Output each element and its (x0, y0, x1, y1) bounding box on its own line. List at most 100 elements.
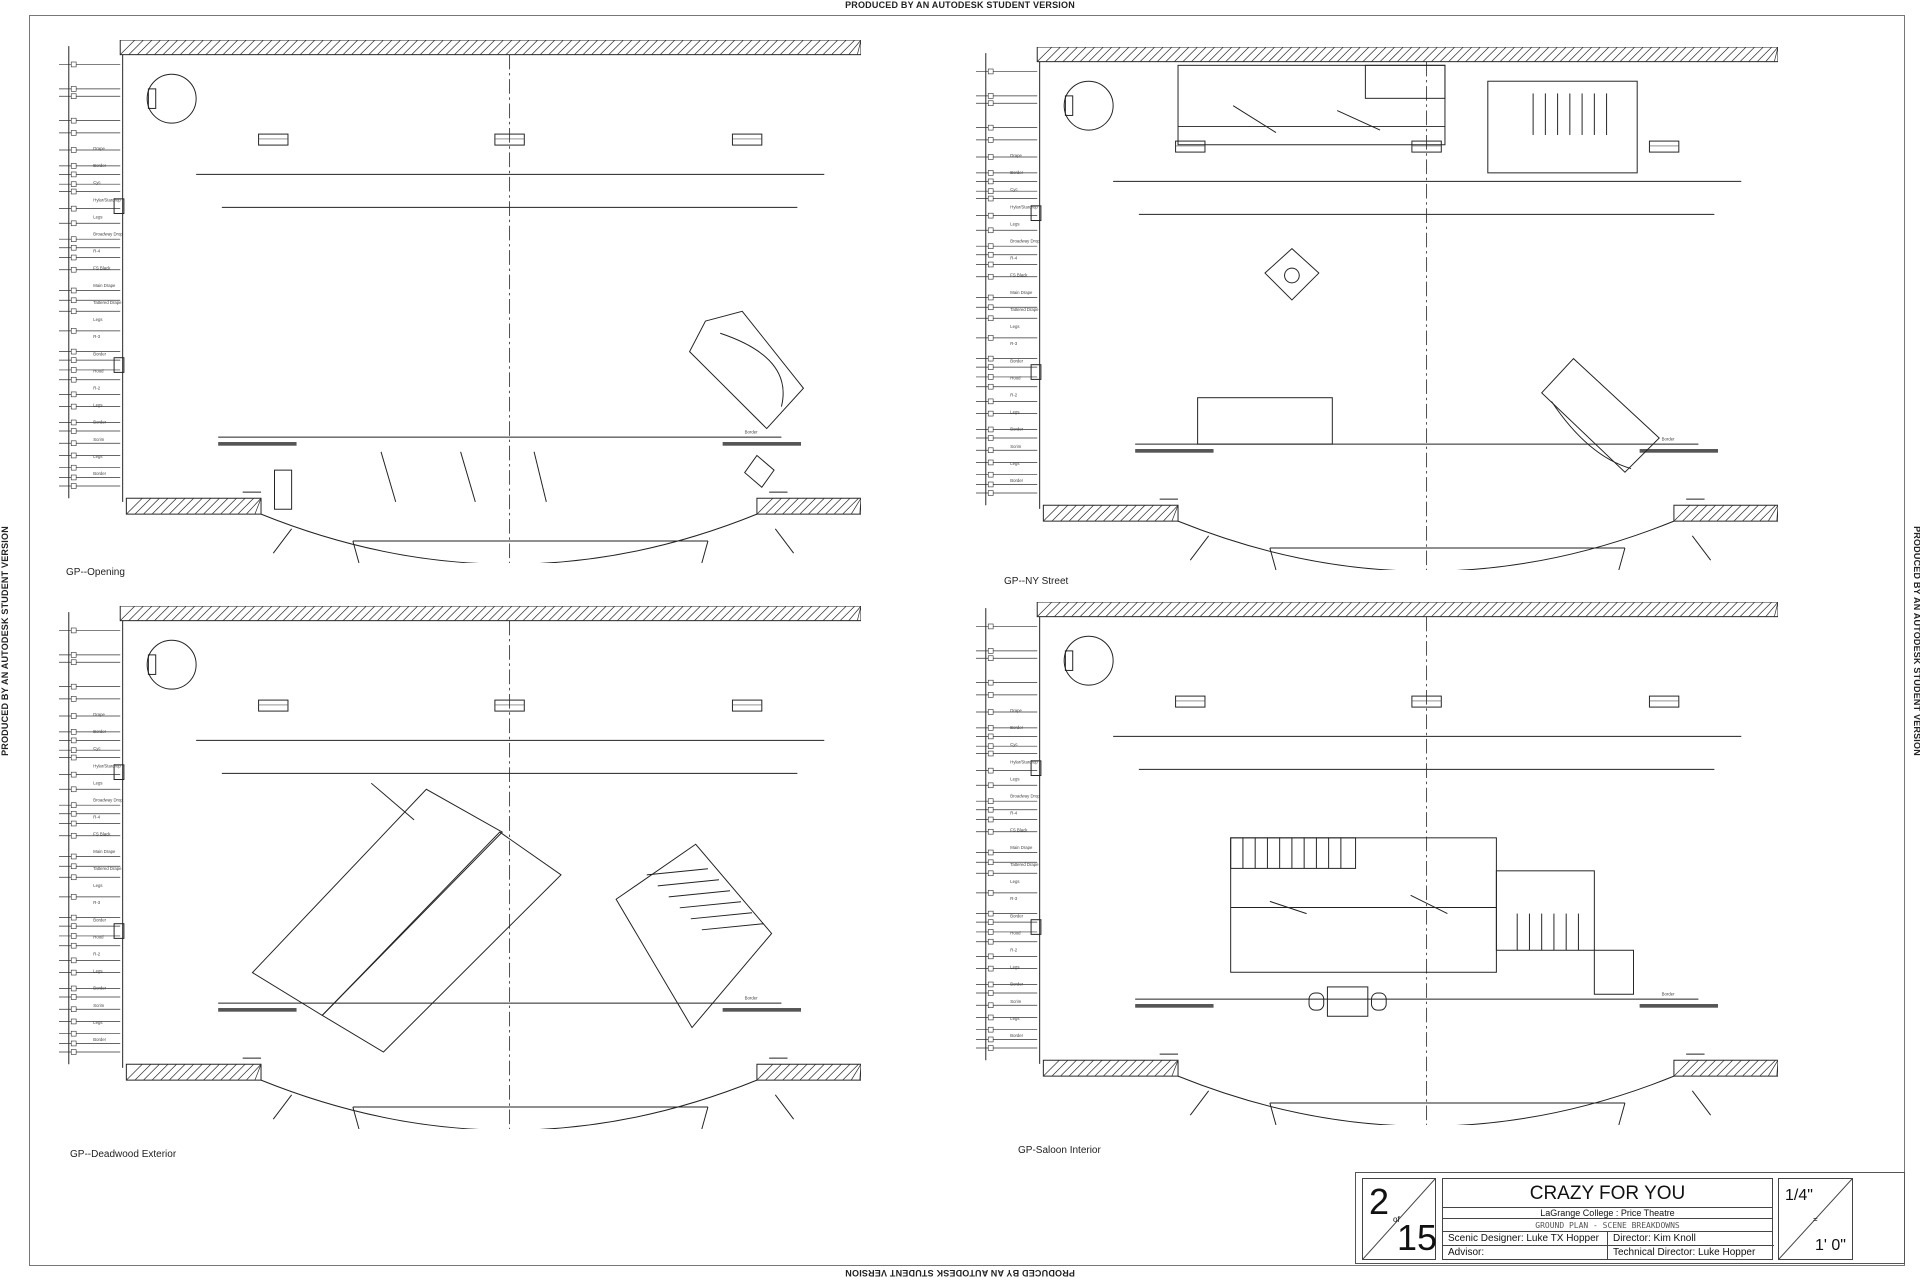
lineset-label: Border (1010, 725, 1023, 730)
lineset-label: R-2 (93, 951, 101, 956)
lineset-label: Tattered Drape (93, 300, 122, 305)
sofa-platform (688, 310, 805, 430)
lineset-label: Hood (1010, 375, 1021, 380)
staircase-unit (615, 843, 773, 1029)
advisor: Advisor: (1443, 1246, 1608, 1260)
sheet-total: 15 (1397, 1217, 1438, 1258)
sheet-number-box: 2 of 15 (1362, 1178, 1438, 1260)
spiral-stair (146, 73, 197, 124)
lineset-label: Cyc (1010, 187, 1018, 192)
lineset-label: FS Black (93, 266, 111, 271)
light-box (1175, 140, 1206, 153)
sheet-of: of (1393, 1215, 1400, 1224)
lineset-label: Hylar/Stardrop (93, 197, 121, 202)
lineset-label: R-3 (93, 334, 101, 339)
floor-mic (218, 442, 297, 446)
scale-top: 1/4" (1785, 1187, 1813, 1204)
lineset-rail: DrapeBorderCycHylar/StardropLegsBroadway… (976, 68, 1042, 496)
diagonal-divider (1363, 1179, 1435, 1259)
panel-label-deadwood-exterior: GP--Deadwood Exterior (70, 1149, 177, 1160)
lineset-label: Legs (1010, 461, 1019, 466)
lineset-label: Border (1010, 913, 1023, 918)
floor-mic (1135, 449, 1214, 453)
lineset-label: Legs (1010, 221, 1019, 226)
watermark-bottom: PRODUCED BY AN AUTODESK STUDENT VERSION (845, 1268, 1075, 1278)
lineset-label: Border (93, 729, 106, 734)
lineset-label: Legs (1010, 879, 1019, 884)
panel-label-opening: GP--Opening (66, 567, 125, 578)
hatched-wall (756, 497, 861, 515)
lineset-label: Legs (93, 883, 102, 888)
lineset-label: R-2 (93, 385, 101, 390)
lineset-label: Legs (1010, 410, 1019, 415)
ground-plan-drawing: DrapeBorderCycHylar/StardropLegsBroadway… (59, 40, 861, 563)
lineset-label: Tattered Drape (1010, 307, 1039, 312)
lineset-label: FS Black (93, 832, 111, 837)
ground-plan-drawing: DrapeBorderCycHylar/StardropLegsBroadway… (59, 606, 861, 1129)
lineset-label: Broadway Drop (93, 798, 123, 803)
panel-label-saloon-interior: GP-Saloon Interior (1018, 1145, 1101, 1156)
hatched-wall (1673, 504, 1778, 522)
svg-text:Border: Border (1662, 436, 1675, 441)
light-box (1648, 140, 1680, 153)
hatched-wall (1036, 47, 1778, 63)
lineset-label: Border (1010, 478, 1023, 483)
lineset-label: Border (1010, 170, 1023, 175)
lineset-label: Broadway Drop (1010, 239, 1040, 244)
lineset-label: FS Black (1010, 828, 1028, 833)
round-table (1264, 247, 1320, 301)
stair-steps (1593, 949, 1635, 995)
apron-edge (1177, 1075, 1675, 1125)
svg-text:Border: Border (1662, 991, 1675, 996)
lineset-label: Cyc (93, 180, 101, 185)
lineset-label: Legs (93, 317, 102, 322)
diagonal-divider (1779, 1179, 1852, 1259)
title-block: 2 of 15 CRAZY FOR YOU LaGrange College :… (1355, 1172, 1905, 1264)
lineset-label: Legs (93, 969, 102, 974)
spiral-stair (1063, 635, 1114, 686)
lineset-label: Drape (1010, 708, 1022, 713)
sofa-platform (1540, 357, 1660, 473)
lineset-label: Border (93, 351, 106, 356)
hatched-wall (1036, 602, 1778, 618)
sheet-border (29, 15, 1905, 1266)
hatched-wall (1042, 1059, 1179, 1077)
hatched-wall (119, 606, 861, 622)
director: Director: Kim Knoll (1608, 1232, 1774, 1246)
hatched-wall (756, 1063, 861, 1081)
lineset-label: Border (93, 163, 106, 168)
lineset-label: Main Drape (1010, 845, 1033, 850)
lineset-label: Scrim (93, 437, 104, 442)
lineset-rail: DrapeBorderCycHylar/StardropLegsBroadway… (59, 61, 125, 489)
lineset-label: Hood (93, 368, 104, 373)
lineset-label: R-4 (1010, 811, 1018, 816)
lineset-label: R-3 (1010, 896, 1018, 901)
floor-mic (722, 442, 802, 446)
lineset-label: R-4 (93, 815, 101, 820)
spiral-stair (1063, 80, 1114, 131)
lineset-label: Border (93, 917, 106, 922)
lineset-label: Border (93, 1037, 106, 1042)
show-title: CRAZY FOR YOU (1443, 1179, 1772, 1208)
hatched-wall (119, 40, 861, 56)
light-box (731, 699, 763, 712)
lineset-label: R-4 (93, 249, 101, 254)
lineset-rail: DrapeBorderCycHylar/StardropLegsBroadway… (976, 623, 1042, 1051)
drawing-subtitle: GROUND PLAN - SCENE BREAKDOWNS (1443, 1219, 1772, 1232)
floor-mic (722, 1008, 802, 1012)
lineset-label: Hylar/Stardrop (1010, 759, 1038, 764)
lineset-label: Broadway Drop (1010, 794, 1040, 799)
lineset-label: R-3 (1010, 341, 1018, 346)
lineset-label: Legs (93, 1020, 102, 1025)
lineset-label: Tattered Drape (93, 866, 122, 871)
lineset-label: Drape (93, 712, 105, 717)
technical-director: Technical Director: Luke Hopper (1613, 1247, 1756, 1258)
lineset-label: Border (93, 471, 106, 476)
light-box (1175, 695, 1206, 708)
lineset-label: FS Black (1010, 273, 1028, 278)
lineset-label: Border (1010, 1033, 1023, 1038)
light-box (731, 133, 763, 146)
scale-equals: = (1813, 1215, 1818, 1224)
